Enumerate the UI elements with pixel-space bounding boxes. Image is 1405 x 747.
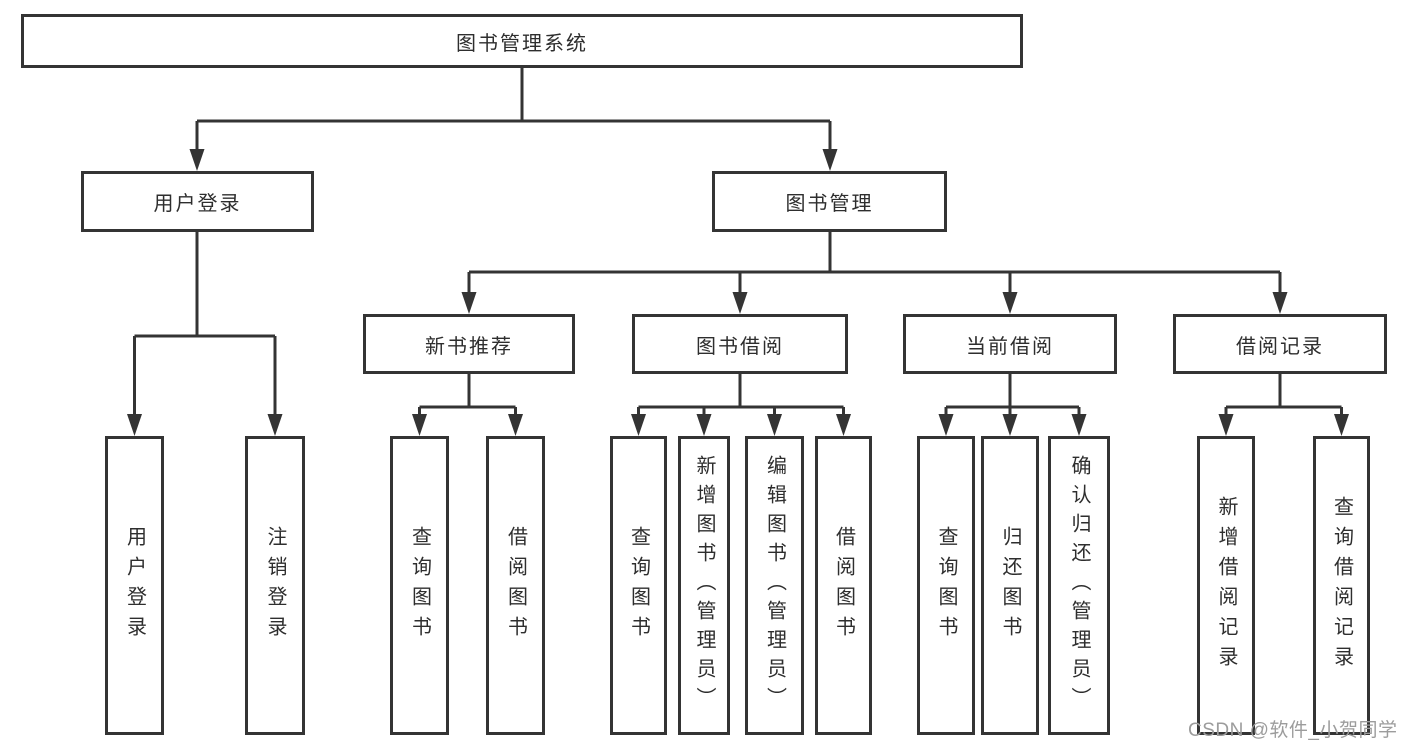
leaf-current-query-book: 查询图书: [917, 436, 975, 735]
node-label: 图书管理: [785, 193, 874, 215]
node-label: 用户登录: [153, 193, 242, 215]
leaf-borrow-edit-book-admin: 编辑图书（管理员）: [745, 436, 804, 735]
leaf-label: 确认归还（管理员）: [1068, 455, 1090, 716]
leaf-label: 借阅图书: [504, 525, 527, 646]
leaf-label: 归还图书: [999, 525, 1021, 646]
leaf-label: 编辑图书（管理员）: [763, 455, 786, 716]
leaf-recommend-query-book: 查询图书: [390, 436, 449, 735]
leaf-label: 新增图书（管理员）: [693, 455, 715, 716]
leaf-label: 查询图书: [408, 525, 431, 646]
node-user-login: 用户登录: [81, 171, 314, 232]
leaf-record-add: 新增借阅记录: [1197, 436, 1255, 735]
watermark: CSDN @软件_小贺同学: [1188, 720, 1398, 741]
node-new-book-recommend: 新书推荐: [363, 314, 575, 374]
leaf-borrow-borrow-book: 借阅图书: [815, 436, 872, 735]
node-borrow-record: 借阅记录: [1173, 314, 1387, 374]
node-label: 图书借阅: [696, 335, 784, 358]
leaf-label: 新增借阅记录: [1215, 495, 1237, 676]
leaf-label: 查询借阅记录: [1330, 495, 1353, 676]
leaf-label: 注销登录: [264, 525, 286, 646]
leaf-recommend-borrow-book: 借阅图书: [486, 436, 545, 735]
arrowheads: [127, 149, 1349, 436]
node-label: 新书推荐: [425, 335, 513, 358]
leaf-current-return-book: 归还图书: [981, 436, 1039, 735]
leaf-logout: 注销登录: [245, 436, 305, 735]
leaf-label: 查询图书: [935, 525, 957, 646]
node-book-borrow: 图书借阅: [632, 314, 848, 374]
node-library-management-system: 图书管理系统: [21, 14, 1023, 68]
leaf-user-login: 用户登录: [105, 436, 164, 735]
node-current-borrow: 当前借阅: [903, 314, 1117, 374]
node-label: 图书管理系统: [456, 32, 588, 55]
node-label: 借阅记录: [1236, 335, 1324, 358]
node-label: 当前借阅: [966, 335, 1054, 358]
leaf-borrow-query-book: 查询图书: [610, 436, 667, 735]
node-book-management: 图书管理: [712, 171, 947, 232]
leaf-borrow-add-book-admin: 新增图书（管理员）: [678, 436, 730, 735]
leaf-label: 用户登录: [123, 525, 146, 646]
leaf-current-confirm-return-admin: 确认归还（管理员）: [1048, 436, 1110, 735]
leaf-record-query: 查询借阅记录: [1313, 436, 1370, 735]
leaf-label: 查询图书: [627, 525, 650, 646]
leaf-label: 借阅图书: [832, 525, 855, 646]
